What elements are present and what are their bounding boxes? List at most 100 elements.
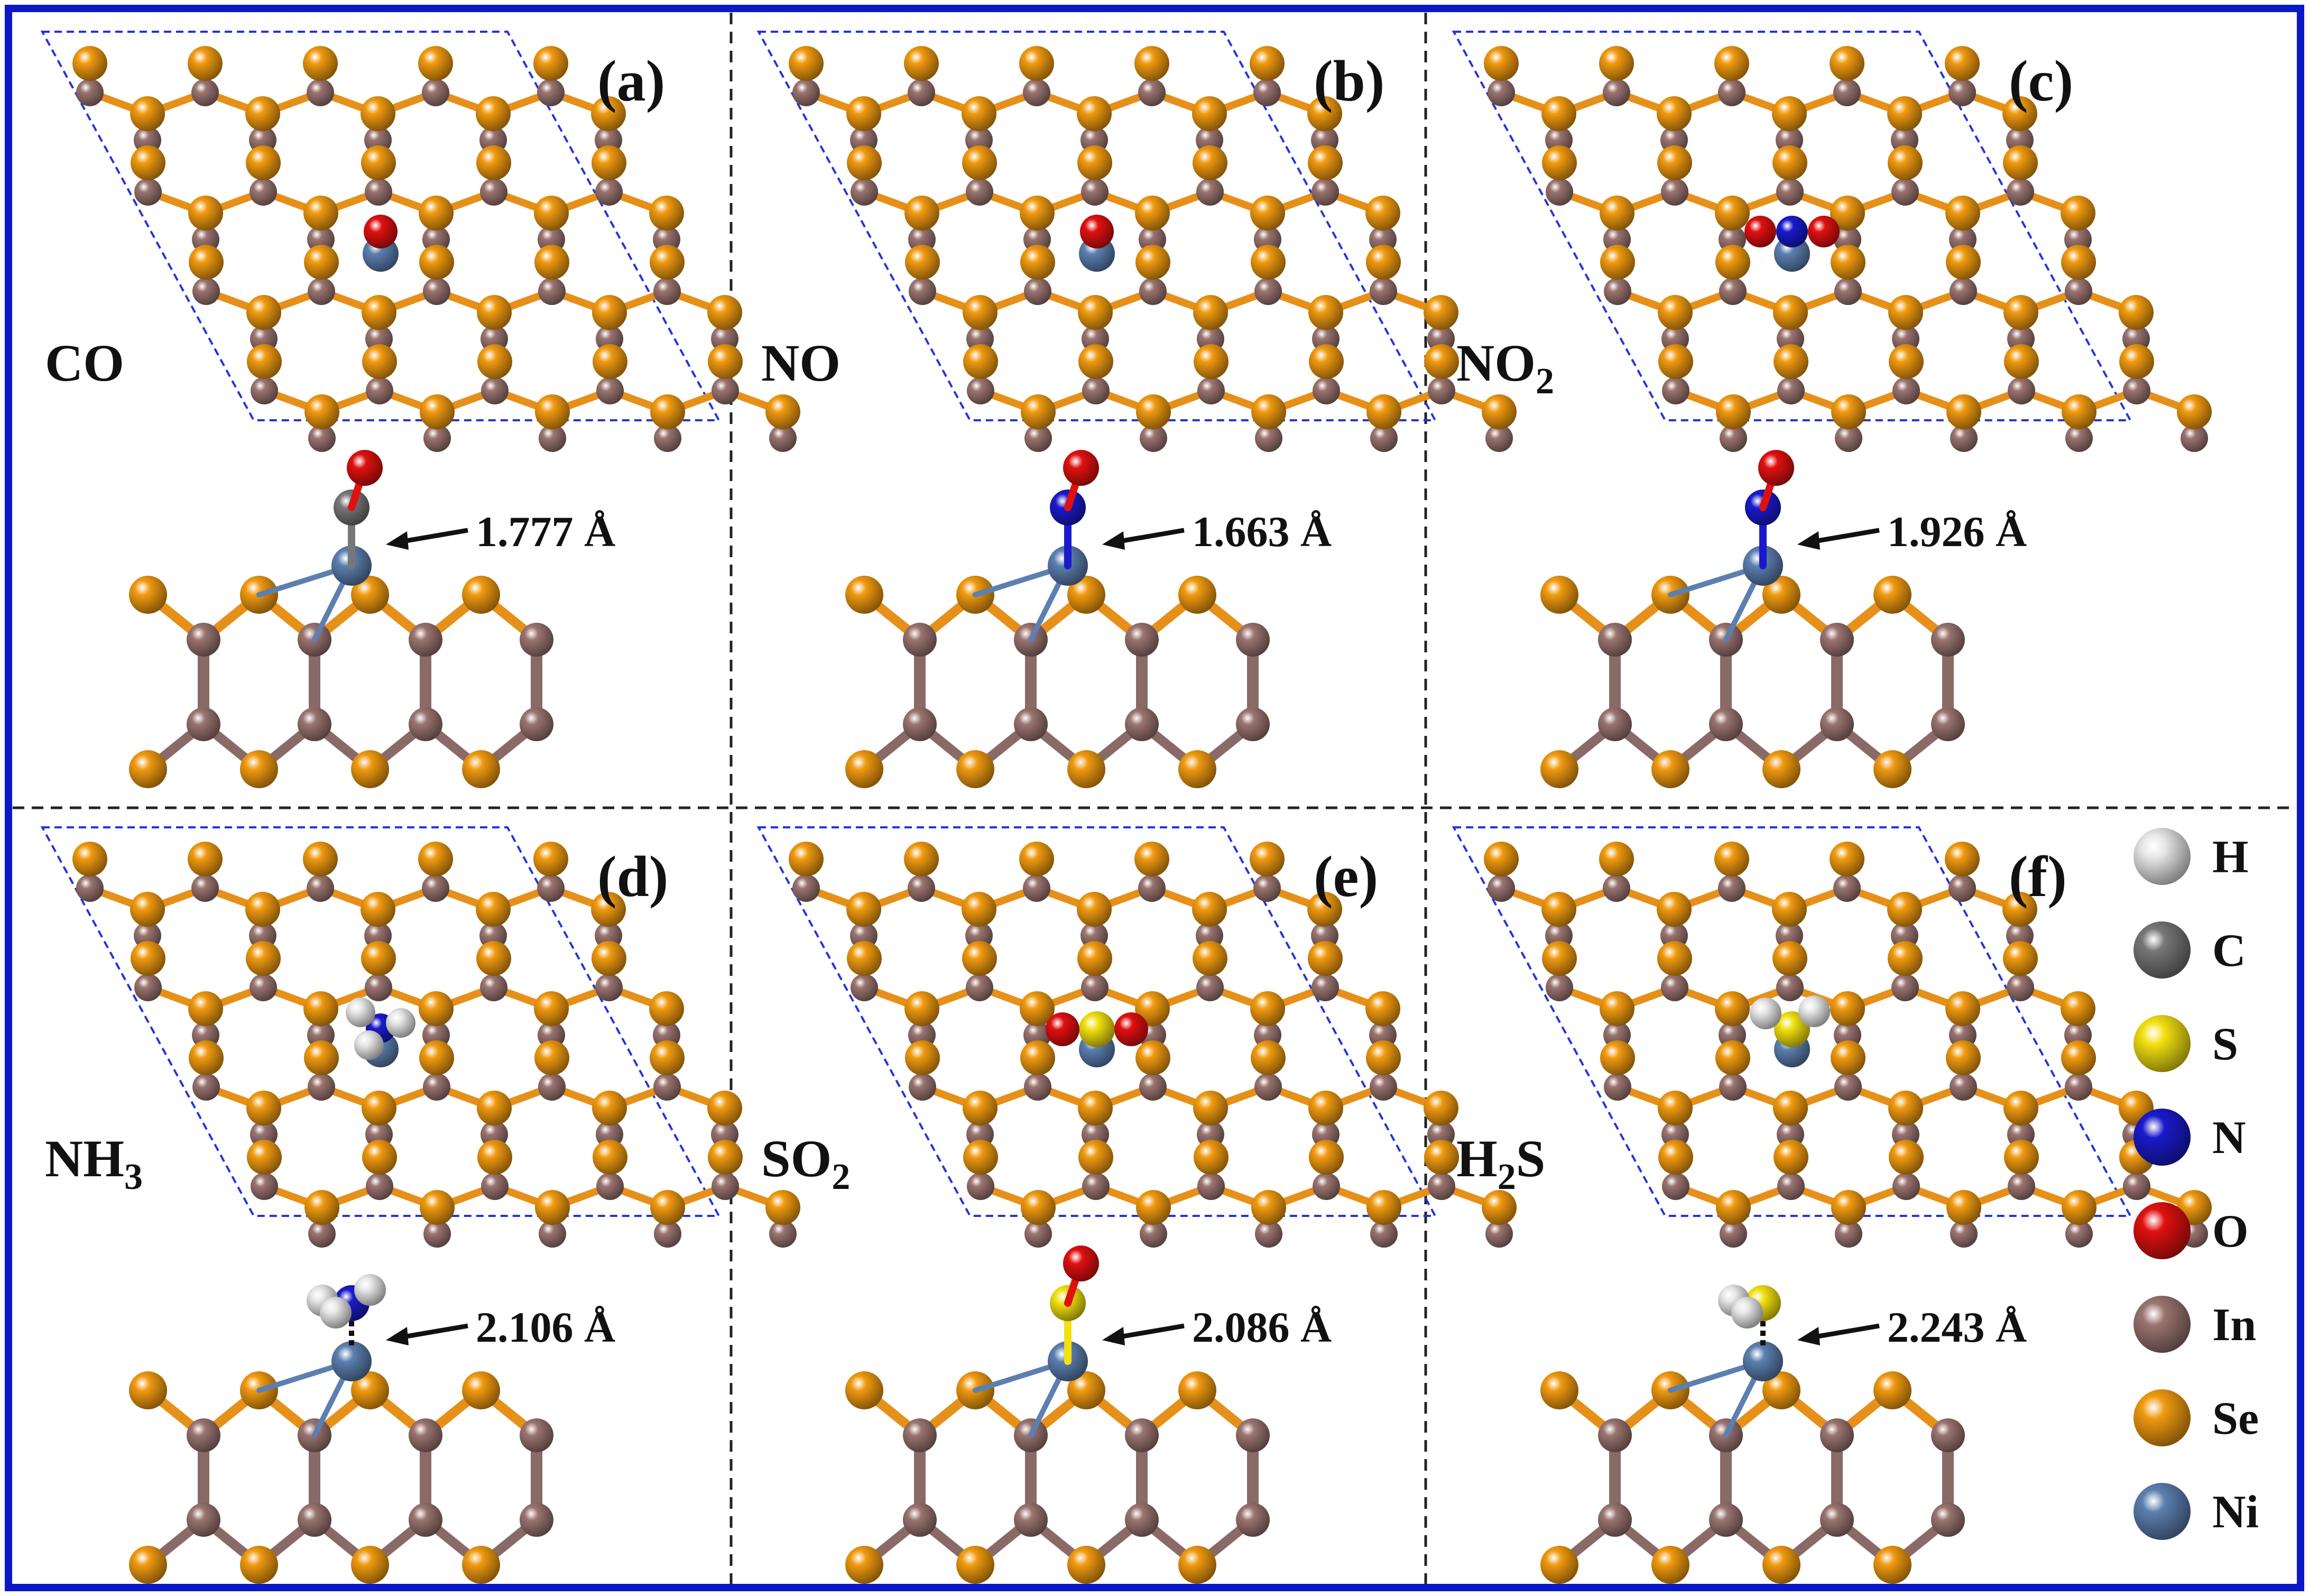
se-atom [477, 1091, 512, 1125]
in-atom [134, 178, 162, 206]
se-atom [1714, 46, 1749, 81]
in-atom [2065, 425, 2093, 452]
se-atom [963, 295, 998, 330]
se-atom [904, 991, 939, 1026]
se-atom [789, 842, 824, 877]
se-atom [476, 941, 511, 976]
se-atom [1658, 344, 1693, 379]
se-atom [592, 145, 626, 180]
in-atom [366, 1173, 393, 1200]
side-view: 1.926 Å [1540, 450, 2027, 788]
se-atom [650, 1040, 685, 1075]
se-atom [707, 295, 742, 330]
se-atom [2119, 344, 2154, 379]
in-atom [596, 377, 624, 404]
se-atom [1774, 1140, 1808, 1175]
se-atom [1307, 96, 1342, 131]
in-atom [250, 178, 277, 206]
panel-label: (a) [597, 49, 665, 113]
se-legend-swatch [2133, 1389, 2191, 1446]
se-atom [956, 1546, 994, 1584]
se-atom [1424, 1140, 1459, 1175]
se-atom [1830, 842, 1864, 877]
in-atom [1236, 623, 1270, 657]
se-atom [535, 1190, 570, 1225]
se-atom [1715, 1040, 1750, 1075]
panel-label: (c) [2009, 49, 2073, 113]
in-atom [1488, 874, 1515, 902]
se-atom [1541, 96, 1576, 131]
se-atom [1889, 344, 1924, 379]
in-atom [1718, 79, 1745, 106]
se-atom [845, 1371, 883, 1409]
in-atom [298, 707, 331, 741]
in-atom [1777, 1173, 1805, 1200]
se-atom [1831, 1190, 1866, 1225]
se-atom [1078, 295, 1113, 330]
in-atom [1014, 707, 1048, 741]
in-atom [1931, 707, 1965, 741]
in-atom [769, 425, 797, 452]
se-atom [246, 1091, 281, 1125]
panel-label: (e) [1314, 844, 1378, 909]
se-atom [765, 394, 800, 429]
in-atom [366, 377, 393, 404]
in-atom [2065, 1073, 2092, 1101]
se-atom [1873, 1546, 1911, 1584]
distance-label: 1.926 Å [1887, 508, 2027, 556]
supercell-outline [756, 826, 1437, 1217]
o-atom [347, 450, 383, 486]
in-atom [1311, 974, 1339, 1001]
in-atom [1236, 707, 1270, 741]
se-atom [303, 196, 338, 230]
se-atom [420, 394, 455, 429]
se-atom [1873, 1371, 1911, 1409]
se-atom [1830, 196, 1865, 230]
se-atom [304, 1040, 339, 1075]
in-atom [1024, 1220, 1052, 1248]
in-atom [595, 178, 623, 206]
se-atom [1657, 145, 1692, 180]
se-atom [708, 1140, 743, 1175]
panel-e: (e) SO2 2.086 Å [756, 826, 1517, 1584]
se-atom [1365, 196, 1400, 230]
distance-label: 2.086 Å [1192, 1303, 1332, 1351]
se-atom [1366, 1190, 1401, 1225]
se-atom [351, 576, 389, 614]
se-atom [845, 1546, 883, 1584]
in-atom [2065, 1220, 2093, 1248]
side-view: 2.106 Å [129, 1274, 615, 1584]
se-atom [1716, 1190, 1751, 1225]
in-atom [1428, 1173, 1455, 1200]
legend-label-o: O [2212, 1206, 2248, 1257]
in-atom [1546, 178, 1573, 206]
se-atom [1484, 46, 1519, 81]
se-atom [1542, 941, 1577, 976]
se-atom [1251, 1040, 1286, 1075]
se-atom [361, 96, 395, 131]
se-atom [1251, 394, 1286, 429]
in-atom [76, 874, 104, 902]
se-atom [245, 892, 280, 927]
se-atom [1178, 1546, 1216, 1584]
se-atom [1078, 1140, 1113, 1175]
se-atom [1308, 295, 1343, 330]
se-atom [1482, 1190, 1517, 1225]
se-atom [962, 145, 997, 180]
se-atom [1830, 991, 1865, 1026]
in-atom [1125, 1503, 1159, 1537]
molecule-label: SO2 [761, 1129, 850, 1197]
se-atom [2062, 1190, 2096, 1225]
se-atom [1657, 941, 1692, 976]
in-atom [1604, 278, 1631, 305]
in-atom [1313, 1173, 1340, 1200]
se-atom [1600, 1040, 1635, 1075]
panel-label: (b) [1314, 49, 1384, 113]
se-atom [1482, 394, 1517, 429]
in-atom [538, 1073, 566, 1101]
supercell-outline [1452, 826, 2132, 1217]
h-atom [386, 1008, 415, 1038]
se-atom [592, 295, 627, 330]
supercell-outline [1452, 31, 2132, 421]
top-view [1484, 46, 2212, 452]
